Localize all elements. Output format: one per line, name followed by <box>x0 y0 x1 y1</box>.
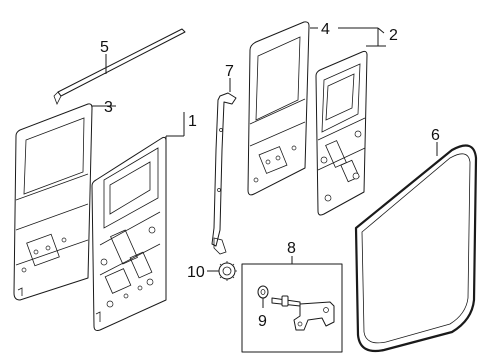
callout-8: 8 <box>287 240 296 257</box>
inner-panel-left <box>91 136 167 331</box>
check-gear <box>217 261 237 281</box>
outer-skin-right <box>247 21 310 196</box>
callout-2: 2 <box>389 27 398 44</box>
callout-1: 1 <box>188 113 197 130</box>
callout-5: 5 <box>100 39 109 56</box>
callout-10: 10 <box>187 264 205 281</box>
inner-panel-right <box>315 50 368 216</box>
outer-skin-left <box>13 103 93 301</box>
bushing <box>257 285 269 299</box>
callout-labels: 5 3 1 4 2 7 6 8 10 9 <box>100 21 440 330</box>
callout-6: 6 <box>431 127 440 144</box>
hinge-pin <box>271 295 301 307</box>
callout-4: 4 <box>321 21 330 38</box>
belt-weatherstrip <box>53 28 186 105</box>
callout-7: 7 <box>225 63 234 80</box>
callout-3: 3 <box>104 99 113 116</box>
hinge-assembly-box <box>241 256 343 353</box>
vertical-channel <box>211 78 237 255</box>
leader-lines <box>91 27 438 272</box>
hinge-bracket <box>293 301 335 331</box>
door-seal <box>354 144 478 353</box>
callout-9: 9 <box>258 313 267 330</box>
